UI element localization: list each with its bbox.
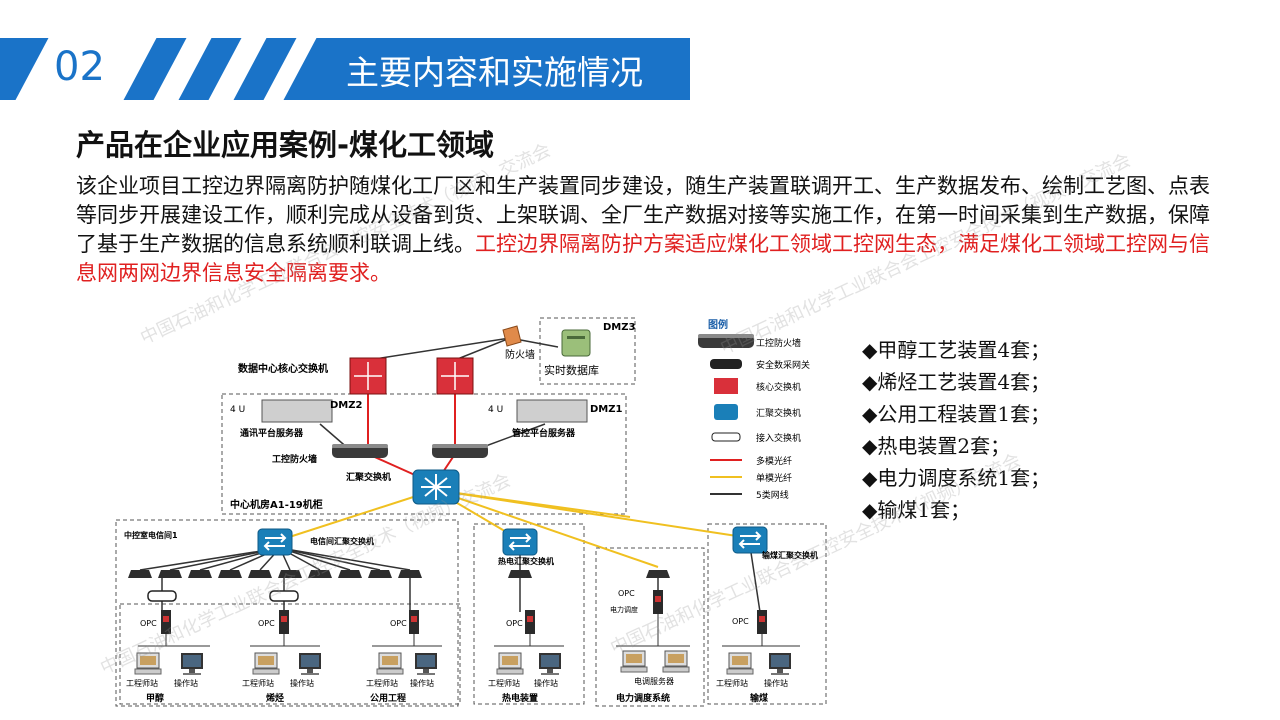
list-item: ◆烯烃工艺装置4套；	[862, 370, 1051, 394]
legend-item: 核心交换机	[756, 381, 801, 393]
legend-title: 图例	[708, 318, 728, 331]
list-item: ◆热电装置2套；	[862, 434, 1011, 458]
diagram-legend: 图例 工控防火墙 安全数采网关 核心交换机 汇聚交换机 接入交换机 多模光纤 单…	[698, 318, 810, 501]
section-header: 02 主要内容和实施情况	[0, 38, 690, 100]
operator-station-label: 操作站	[764, 678, 788, 688]
core-switch-label: 数据中心核心交换机	[238, 362, 328, 375]
opc-label: OPC	[732, 617, 749, 626]
section-number: 02	[54, 44, 105, 90]
operator-station-label: 操作站	[410, 678, 434, 688]
header-stripe	[178, 38, 242, 100]
opc-label: OPC	[390, 619, 407, 628]
dmz3-label: DMZ3	[603, 322, 636, 333]
dmz2-label: DMZ2	[330, 400, 363, 411]
comm-server-label: 通讯平台服务器	[240, 427, 304, 439]
network-topology-diagram: 防火墙 DMZ3 实时数据库 数据中心核心交换机 4 U 4 U DMZ2 DM…	[115, 317, 827, 707]
engineer-station-label: 工程师站	[366, 678, 398, 688]
legend-item: 安全数采网关	[756, 359, 810, 371]
ics-firewall-label: 工控防火墙	[272, 453, 317, 465]
agg-switch-label: 汇聚交换机	[346, 471, 391, 483]
opc-label: OPC	[618, 589, 635, 598]
core-switch-icon	[436, 357, 474, 395]
legend-item: 5类网线	[756, 489, 789, 501]
remote-terminal-label: 电力调度	[610, 605, 638, 614]
operator-station-label: 操作站	[174, 678, 198, 688]
zone-label: 甲醇	[146, 692, 164, 704]
thermal-switch-label: 热电汇聚交换机	[498, 556, 554, 566]
zone-label: 热电装置	[502, 692, 538, 704]
description-highlight: 工控边界隔离防护方案适应煤化工领域工控网生态，满足煤化工领域工控网与信息网两网边…	[76, 232, 1210, 285]
legend-item: 汇聚交换机	[756, 407, 801, 419]
list-item: ◆甲醇工艺装置4套；	[862, 338, 1051, 362]
legend-item: 多模光纤	[756, 455, 792, 467]
engineer-station-label: 工程师站	[242, 678, 274, 688]
operator-station-label: 操作站	[290, 678, 314, 688]
zone-label: 公用工程	[370, 692, 406, 704]
header-stripe	[0, 38, 49, 100]
unit-label: 4 U	[230, 405, 245, 415]
center-room-label: 中心机房A1-19机柜	[230, 498, 323, 511]
firewall-label: 防火墙	[505, 348, 535, 361]
core-switch-icon	[349, 357, 387, 395]
operator-station-label: 操作站	[534, 678, 558, 688]
unit-label: 4 U	[488, 405, 503, 415]
list-item: ◆输煤1套；	[862, 498, 971, 522]
legend-item: 接入交换机	[756, 432, 801, 444]
legend-item: 单模光纤	[756, 472, 792, 484]
engineer-station-label: 工程师站	[126, 678, 158, 688]
facility-list: ◆甲醇工艺装置4套； ◆烯烃工艺装置4套； ◆公用工程装置1套； ◆热电装置2套…	[862, 334, 1062, 526]
zone-label: 烯烃	[266, 692, 284, 704]
opc-label: OPC	[506, 619, 523, 628]
list-item: ◆电力调度系统1套；	[862, 466, 1051, 490]
opc-label: OPC	[258, 619, 275, 628]
aggregation-switch-icon	[412, 469, 460, 505]
telecom-switch-label: 电信间汇聚交换机	[310, 536, 374, 546]
list-item: ◆公用工程装置1套；	[862, 402, 1051, 426]
zone-label: 输煤	[750, 692, 768, 704]
engineer-station-label: 工程师站	[716, 678, 748, 688]
central-control-label: 中控室电信间1	[124, 530, 178, 540]
dmz1-label: DMZ1	[590, 404, 623, 415]
header-title-bar	[318, 38, 690, 100]
header-stripe	[123, 38, 187, 100]
engineer-station-label: 工程师站	[488, 678, 520, 688]
coal-switch-label: 输煤汇聚交换机	[762, 550, 818, 560]
description-text: 该企业项目工控边界隔离防护随煤化工厂区和生产装置同步建设，随生产装置联调开工、生…	[76, 174, 1210, 256]
zone-label: 电力调度系统	[616, 692, 670, 704]
description-paragraph: 该企业项目工控边界隔离防护随煤化工厂区和生产装置同步建设，随生产装置联调开工、生…	[76, 172, 1211, 288]
mgmt-server-label: 管控平台服务器	[512, 427, 576, 439]
realtime-db-label: 实时数据库	[544, 363, 599, 377]
opc-label: OPC	[140, 619, 157, 628]
section-title: 主要内容和实施情况	[346, 53, 643, 92]
legend-item: 工控防火墙	[756, 337, 801, 349]
dispatch-server-label: 电调服务器	[634, 676, 674, 686]
slide-heading: 产品在企业应用案例-煤化工领域	[76, 128, 495, 162]
